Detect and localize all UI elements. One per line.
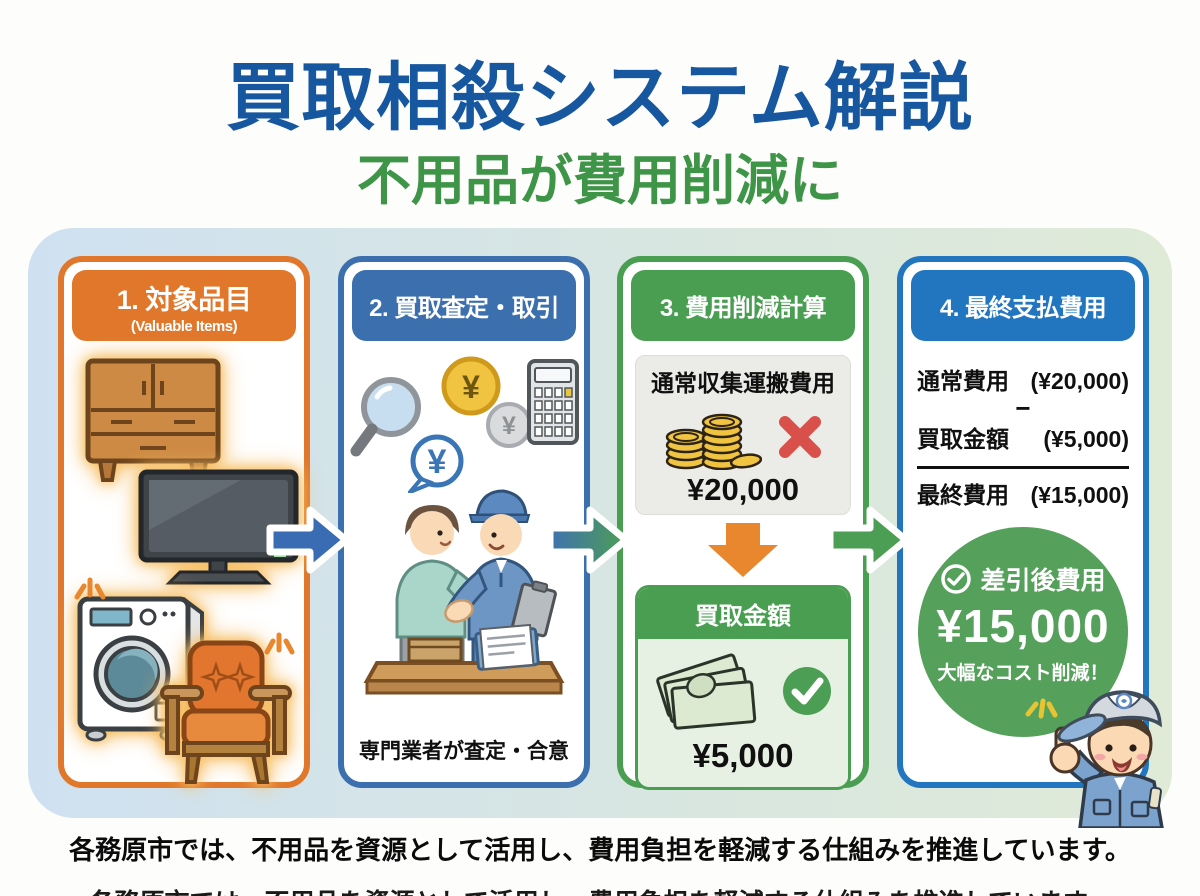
down-arrow-icon: [708, 523, 778, 577]
footer-text: 各務原市では、不用品を資源として活用し、費用負担を軽減する仕組みを推進しています…: [69, 835, 1131, 865]
calc-minus-sign: −: [1015, 393, 1031, 423]
panel1-title: 1. 対象品目: [116, 285, 252, 315]
calc-final-line: 最終費用 (¥15,000): [917, 471, 1129, 515]
calc-normal-label: 通常費用: [917, 368, 1009, 394]
sparkle-icon: [264, 632, 295, 655]
assessment-icons: ¥ ¥: [350, 356, 579, 493]
calc-buyback-amount: (¥5,000): [1043, 426, 1129, 452]
calc-buyback-line: 買取金額 (¥5,000): [917, 415, 1129, 459]
panel1-body: [64, 349, 304, 784]
worker-mascot: [1049, 690, 1164, 828]
calc-final-label: 最終費用: [917, 482, 1009, 508]
normal-cost-box: 通常収集運搬費用: [635, 355, 851, 515]
result-amount: ¥15,000: [936, 600, 1110, 652]
panel2-body: ¥ ¥: [344, 349, 584, 779]
box-icon: [407, 637, 463, 663]
panel2-caption: 専門業者が査定・合意: [359, 740, 569, 763]
banknotes-icon: [656, 653, 757, 730]
normal-cost-amount: ¥20,000: [686, 472, 800, 507]
check-badge-icon: [783, 667, 831, 715]
svg-text:¥: ¥: [502, 412, 516, 440]
handshake-scene: [363, 489, 565, 695]
flow-arrow-1: [266, 506, 350, 574]
calc-buyback-label: 買取金額: [917, 426, 1009, 452]
calc-normal-line: 通常費用 (¥20,000): [917, 357, 1129, 401]
panel3-body: 通常収集運搬費用: [623, 349, 863, 796]
calculator-icon: [527, 359, 579, 445]
sparkle-icon: [74, 577, 106, 600]
calc-divider: [917, 466, 1129, 469]
flow-arrow-3: [826, 506, 910, 574]
page-subtitle: 不用品が費用削減に: [357, 151, 843, 211]
result-note: 大幅なコスト削減！: [937, 663, 1109, 684]
gold-coin-icon: ¥: [441, 356, 501, 416]
yen-speech-bubble-icon: ¥: [408, 434, 464, 493]
silver-coin-icon: ¥: [486, 402, 532, 448]
cabinet-illustration: [85, 358, 221, 482]
calc-final-amount: (¥15,000): [1030, 482, 1129, 508]
panel-cost-calculation: 3. 費用削減計算 通常収集運搬費用: [617, 256, 869, 790]
flow-board: 1. 対象品目 (Valuable Items): [28, 228, 1172, 818]
svg-text:¥: ¥: [428, 443, 447, 481]
panel-assessment-deal: 2. 買取査定・取引 ¥ ¥: [338, 256, 590, 788]
buyback-amount: ¥5,000: [692, 737, 794, 774]
panel3-header: 3. 費用削減計算: [631, 270, 855, 341]
normal-cost-label: 通常収集運搬費用: [651, 370, 835, 396]
panel4-header: 4. 最終支払費用: [911, 270, 1135, 341]
result-label: 差引後費用: [980, 567, 1106, 595]
tv-illustration: [138, 469, 299, 585]
panel2-header: 2. 買取査定・取引: [352, 270, 576, 341]
contract-document-icon: [474, 623, 540, 671]
buyback-label: 買取金額: [638, 588, 848, 639]
check-circle-icon: [941, 564, 972, 594]
panel1-subtitle: (Valuable Items): [130, 318, 238, 335]
cross-icon: [779, 416, 821, 458]
sparkle-icon: [1025, 698, 1058, 719]
calc-normal-amount: (¥20,000): [1030, 368, 1129, 394]
panel1-header: 1. 対象品目 (Valuable Items): [72, 270, 296, 341]
svg-text:¥: ¥: [462, 369, 480, 405]
flow-arrow-2: [546, 506, 630, 574]
panel-valuable-items: 1. 対象品目 (Valuable Items): [58, 256, 310, 788]
page-title: 買取相殺システム解説: [226, 56, 974, 139]
buyback-box: 買取金額: [635, 585, 851, 790]
cropped-bottom-text: 各務原市では、不用品を資源として活用し、費用負担を軽減する仕組みを推進しています…: [0, 889, 1200, 896]
armchair-illustration: [160, 640, 292, 784]
magnifier-icon: [350, 377, 421, 457]
coin-stack-icon: [665, 413, 762, 470]
